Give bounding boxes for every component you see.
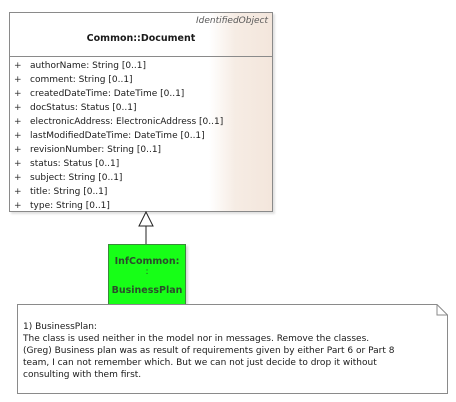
note-text: 1) BusinessPlan: The class is used neith… <box>23 321 435 381</box>
public-visibility-icon: + <box>14 131 22 141</box>
note-line: The class is used neither in the model n… <box>23 334 370 344</box>
class-divider <box>10 56 272 57</box>
note-line: team, I can not remember which. But we c… <box>23 358 377 368</box>
note-body <box>17 304 448 394</box>
public-visibility-icon: + <box>14 61 22 71</box>
attribute-item: +revisionNumber: String [0..1] <box>14 145 162 155</box>
subclass-name: BusinessPlan <box>111 285 183 296</box>
attribute-item: +type: String [0..1] <box>14 201 110 211</box>
public-visibility-icon: + <box>14 145 22 155</box>
class-stereotype: IdentifiedObject <box>195 16 268 26</box>
note-line: consulting with them first. <box>23 370 142 380</box>
generalization-arrowhead-icon <box>138 210 154 227</box>
document-class[interactable]: IdentifiedObject Common::Document +autho… <box>9 12 273 212</box>
public-visibility-icon: + <box>14 89 22 99</box>
subclass-separator: : <box>145 267 149 277</box>
attribute-item: +comment: String [0..1] <box>14 75 133 85</box>
public-visibility-icon: + <box>14 159 22 169</box>
subclass-package: InfCommon: <box>114 256 180 267</box>
public-visibility-icon: + <box>14 173 22 183</box>
note-shape <box>17 304 448 394</box>
public-visibility-icon: + <box>14 117 22 127</box>
attribute-item: +authorName: String [0..1] <box>14 61 147 71</box>
note-line: 1) BusinessPlan: <box>23 322 97 332</box>
attribute-item: +lastModifiedDateTime: DateTime [0..1] <box>14 131 205 141</box>
note-fold-corner-icon <box>436 304 448 316</box>
comment-note[interactable]: 1) BusinessPlan: The class is used neith… <box>17 304 448 394</box>
attribute-item: +status: Status [0..1] <box>14 159 120 169</box>
note-line: (Greg) Business plan was as result of re… <box>23 346 395 356</box>
attribute-item: +title: String [0..1] <box>14 187 108 197</box>
attribute-item: +createdDateTime: DateTime [0..1] <box>14 89 185 99</box>
attribute-item: +electronicAddress: ElectronicAddress [0… <box>14 117 224 127</box>
class-name: Common::Document <box>86 33 196 44</box>
public-visibility-icon: + <box>14 103 22 113</box>
business-plan-class[interactable]: InfCommon: : BusinessPlan <box>108 244 186 312</box>
public-visibility-icon: + <box>14 75 22 85</box>
attribute-item: +docStatus: Status [0..1] <box>14 103 137 113</box>
attribute-item: +subject: String [0..1] <box>14 173 123 183</box>
attribute-list: +authorName: String [0..1] +comment: Str… <box>14 59 223 213</box>
public-visibility-icon: + <box>14 201 22 211</box>
public-visibility-icon: + <box>14 187 22 197</box>
